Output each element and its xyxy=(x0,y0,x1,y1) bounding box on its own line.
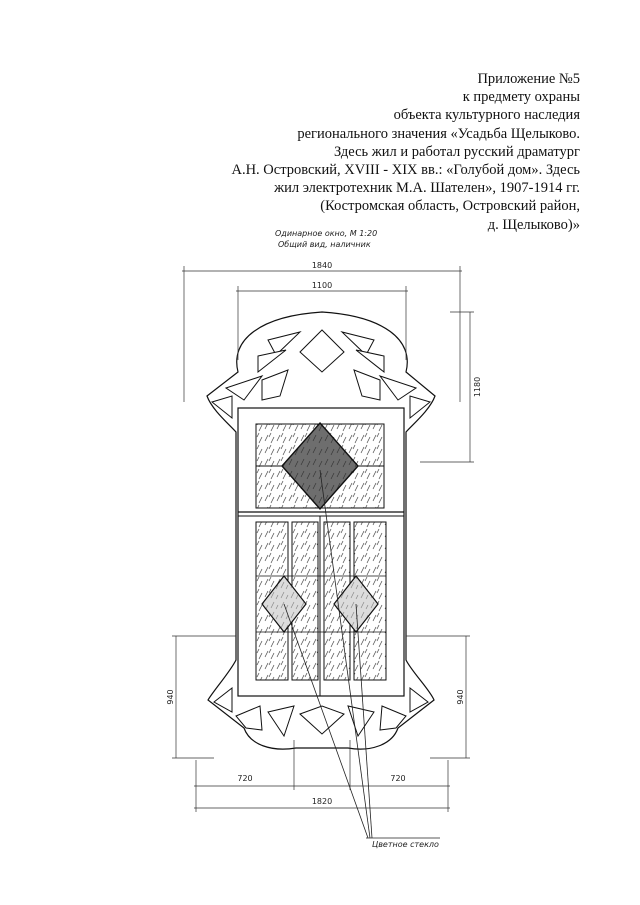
colored-glass-diamond xyxy=(281,421,359,511)
dim-total-width: 1840 xyxy=(312,261,332,270)
dimension-lines xyxy=(172,266,474,812)
dim-inner-width: 1100 xyxy=(312,281,332,290)
header-line: д. Щелыково)» xyxy=(487,216,580,233)
appendix-header: Приложение №5 к предмету охраны объекта … xyxy=(110,70,580,234)
header-line: А.Н. Островский, XVIII - XIX вв.: «Голуб… xyxy=(231,162,580,179)
drawing-caption-subtitle: Общий вид, наличник xyxy=(278,240,371,249)
callout-leaders xyxy=(283,469,440,839)
header-line: Здесь жил и работал русский драматург xyxy=(334,143,580,160)
header-line: регионального значения «Усадьба Щелыково… xyxy=(297,125,580,142)
dim-bottom-total-width: 1820 xyxy=(312,797,332,806)
dim-top-height: 1180 xyxy=(473,377,482,397)
header-line: Приложение №5 xyxy=(477,71,580,87)
dim-bottom-left-width: 720 xyxy=(237,774,252,783)
upper-glazing xyxy=(255,421,385,511)
header-line: к предмету охраны xyxy=(462,89,580,106)
dim-left-height: 940 xyxy=(166,689,175,704)
callout-label: Цветное стекло xyxy=(372,840,439,849)
header-line: объекта культурного наследия xyxy=(393,107,580,124)
header-line: жил электротехник М.А. Шателен», 1907-19… xyxy=(274,180,580,197)
header-line: (Костромская область, Островский район, xyxy=(320,198,580,215)
dim-bottom-right-width: 720 xyxy=(390,774,405,783)
dim-right-height: 940 xyxy=(456,689,465,704)
bottom-openings xyxy=(213,686,429,738)
drawing-caption-title: Одинарное окно, М 1:20 xyxy=(275,229,377,238)
crown-openings xyxy=(210,329,432,420)
